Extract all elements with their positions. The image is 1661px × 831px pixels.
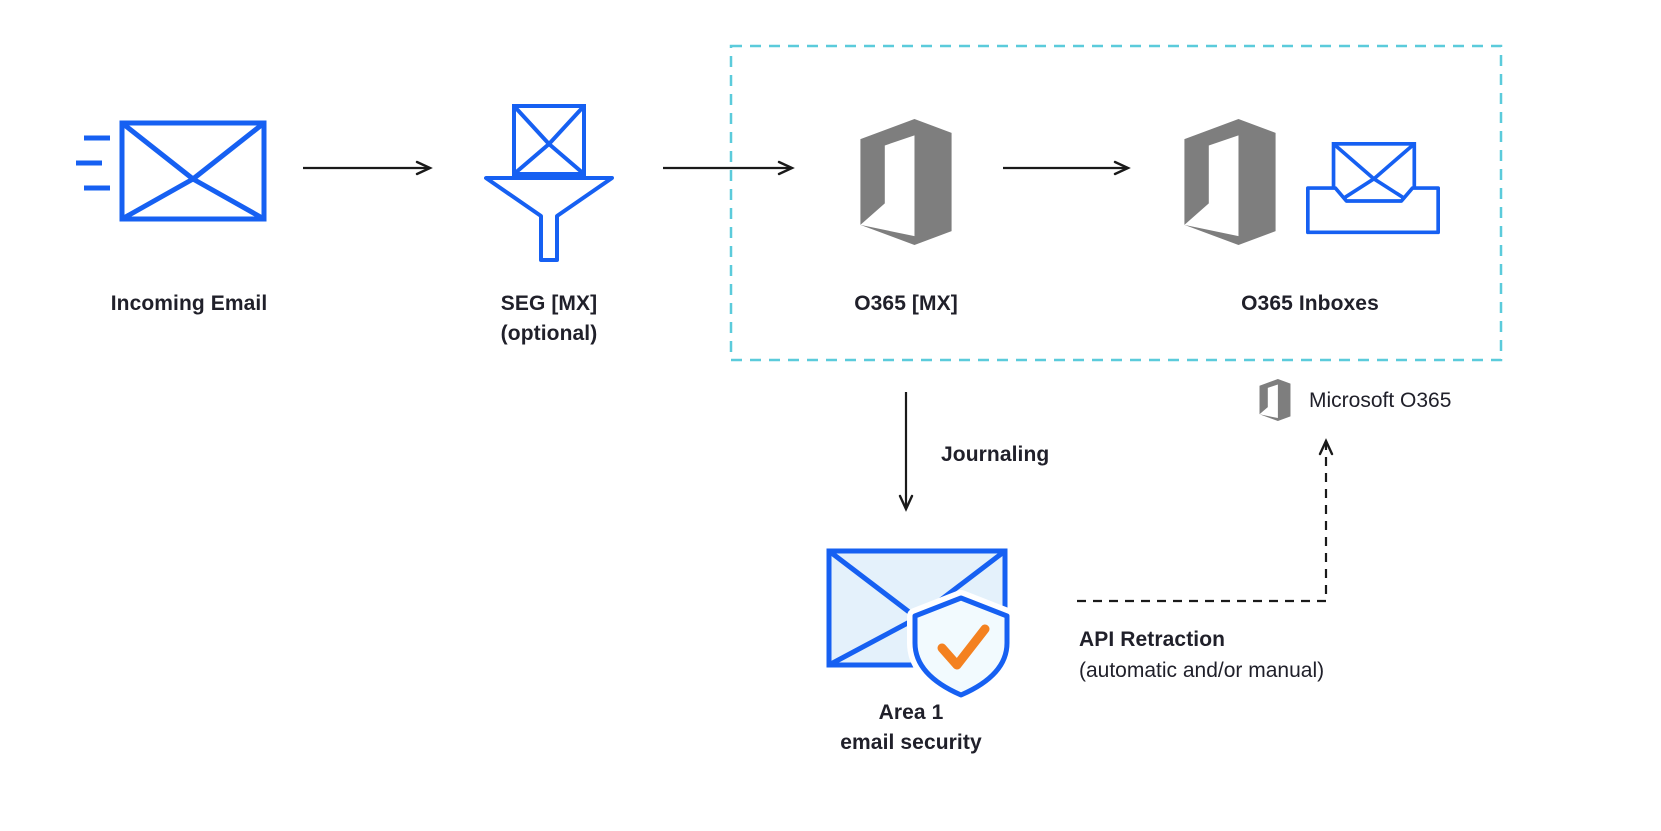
inbox-tray-icon — [1306, 142, 1440, 235]
o365-boundary-box — [729, 44, 1503, 362]
legend-label: Microsoft O365 — [1309, 389, 1452, 412]
area1-label-group: Area 1 email security — [811, 698, 1011, 758]
speed-lines-icon — [76, 135, 110, 191]
area1-icon — [826, 548, 1015, 700]
seg-label-group: SEG [MX] (optional) — [459, 289, 639, 349]
checkmark-icon — [937, 624, 990, 670]
arrow-api-retraction — [1077, 438, 1334, 603]
seg-icon — [484, 104, 614, 262]
funnel-icon — [484, 176, 614, 262]
seg-sublabel: (optional) — [500, 322, 598, 345]
area1-sublabel: email security — [840, 731, 982, 754]
seg-label: SEG [MX] — [500, 292, 598, 315]
area1-label: Area 1 — [878, 701, 944, 724]
tray-icon — [1306, 186, 1440, 235]
o365-mx-office-logo — [860, 119, 952, 245]
incoming-email-label: Incoming Email — [110, 292, 268, 315]
legend-office-logo — [1259, 379, 1291, 421]
o365-mx-label: O365 [MX] — [854, 292, 958, 315]
office-logo-glyph — [1184, 119, 1276, 245]
api-retraction-label-group: API Retraction (automatic and/or manual) — [1079, 624, 1324, 686]
o365-inboxes-office-logo — [1184, 119, 1276, 245]
api-retraction-label: API Retraction — [1079, 628, 1226, 651]
incoming-email-icon — [76, 120, 267, 222]
envelope-icon — [119, 120, 267, 222]
envelope-icon — [1331, 142, 1417, 207]
api-retraction-sublabel: (automatic and/or manual) — [1079, 659, 1325, 682]
envelope-icon — [512, 104, 586, 176]
o365-inboxes-label: O365 Inboxes — [1241, 292, 1379, 315]
shield-icon — [912, 595, 1010, 698]
office-logo-glyph — [860, 119, 952, 245]
journaling-label: Journaling — [941, 443, 1050, 466]
office-logo-glyph — [1259, 379, 1291, 421]
